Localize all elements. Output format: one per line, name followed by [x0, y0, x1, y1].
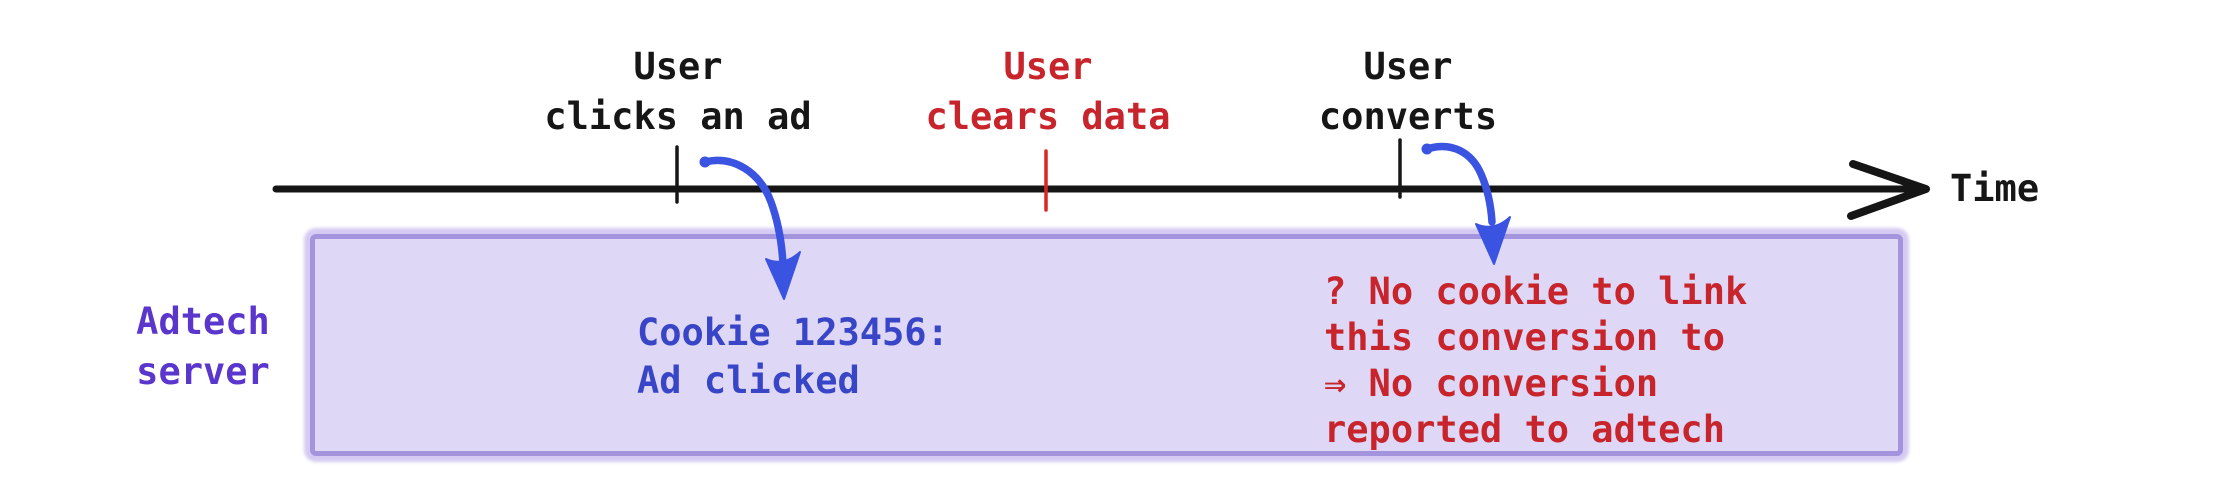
adtech-server-box [310, 234, 1903, 456]
failure-note-line: this conversion to [1324, 316, 1725, 359]
flow-arrow-convert-head-icon [1475, 216, 1511, 265]
flow-arrow-click-head-icon [765, 251, 801, 300]
failure-note-line: ⇒ No conversion [1324, 362, 1659, 405]
no-conversion-note: ? No cookie to link this conversion to ⇒… [1324, 269, 1747, 453]
time-axis-label: Time [1950, 167, 2040, 210]
event-label-line: User [1003, 45, 1093, 88]
event-label-line: User [633, 45, 723, 88]
lane-label-line: Adtech [136, 300, 270, 343]
lane-label-line: server [136, 350, 270, 393]
event-label-user-clicks-ad: User clicks an ad [544, 42, 811, 142]
failure-note-line: reported to adtech [1324, 408, 1725, 451]
event-label-line: converts [1318, 95, 1498, 138]
flow-arrow-convert-shaft [1423, 142, 1496, 226]
event-label-line: User [1363, 45, 1453, 88]
event-label-user-clears-data: User clears data [925, 42, 1170, 142]
time-axis-arrowhead-icon [1847, 160, 1930, 220]
adtech-server-label: Adtech server [136, 297, 270, 397]
failure-note-line: ? No cookie to link [1324, 270, 1748, 313]
event-label-line: clears data [925, 95, 1171, 138]
event-label-line: clicks an ad [544, 95, 812, 138]
cookie-note-line: Cookie 123456: [637, 311, 949, 354]
cookie-logged-note: Cookie 123456: Ad clicked [637, 309, 949, 405]
cookie-note-line: Ad clicked [637, 359, 860, 402]
flow-arrow-click-shaft [701, 156, 787, 268]
event-label-user-converts: User converts [1319, 42, 1497, 142]
